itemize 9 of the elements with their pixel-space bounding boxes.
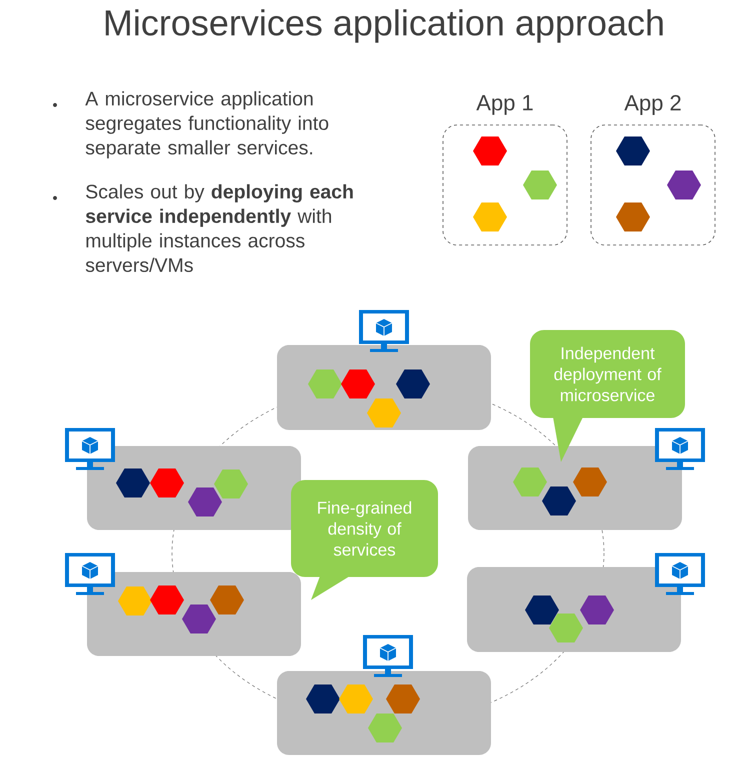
speech-bubble: Independent deployment of microservice [530,330,685,462]
app-box: App 2 [590,95,716,246]
app-box: App 1 [442,95,568,246]
bullet-text: A microservice application segregates functionality into separate smaller services. [85,91,328,158]
speech-bubble: Fine-grained density of services [291,480,438,600]
title: Microservices application approach [106,9,663,43]
node-label: App 2 [624,95,681,115]
bullet-text: Scales out by deploying each service independently with multiple instances across servers/VMs [86,184,353,272]
node-label: App 1 [476,95,533,115]
